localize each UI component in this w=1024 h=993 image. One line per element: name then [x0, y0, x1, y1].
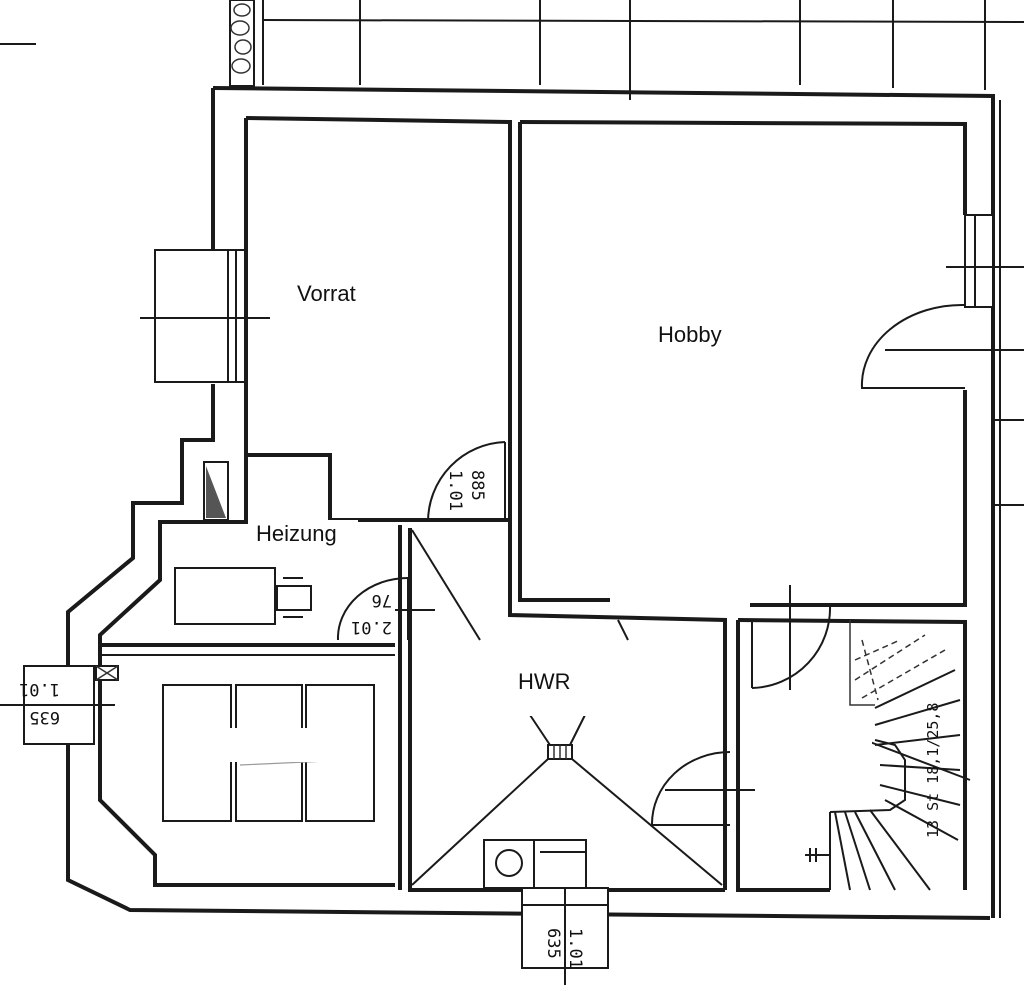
- dim-vorrat-door-top: 1.01: [445, 470, 465, 511]
- interior-walls: [100, 116, 967, 892]
- dim-vorrat-door-bottom: 885: [467, 470, 487, 501]
- room-label-vorrat: Vorrat: [297, 281, 356, 306]
- left-window: [0, 665, 119, 745]
- hwr-door: [650, 751, 755, 826]
- tank-label-backdrop: [200, 728, 358, 762]
- vorrat-window: [140, 249, 270, 383]
- dim-heizung-door-bottom: 2.01: [351, 617, 392, 637]
- stair-door: [751, 585, 832, 690]
- washing-machine: [483, 839, 587, 889]
- hobby-window: [946, 214, 1024, 308]
- heizung-label-backdrop: [250, 520, 358, 550]
- dim-left-window-top: 1.01: [19, 679, 60, 699]
- heizung-door: [336, 577, 435, 641]
- hobby-door: [860, 303, 1024, 389]
- room-label-hobby: Hobby: [658, 322, 722, 347]
- vorrat-door: [427, 441, 506, 523]
- dim-bottom-window-left: 635: [543, 928, 563, 959]
- room-label-heizung: Heizung: [256, 521, 337, 546]
- hwr-light-shaft: [411, 529, 723, 886]
- dim-left-window-bottom: 635: [29, 707, 60, 727]
- room-label-hwr: HWR: [518, 669, 571, 694]
- stair-label-backdrop: [748, 715, 872, 785]
- bottom-window: [521, 860, 609, 985]
- dim-heizung-door-top: 76: [372, 590, 392, 610]
- chimney: [203, 461, 229, 521]
- dim-bottom-window-right: 1.01: [565, 928, 585, 969]
- hwr-label-backdrop: [478, 650, 660, 716]
- boiler: [174, 567, 312, 625]
- stone-wall-strip: [229, 0, 255, 87]
- dim-stair: 13 St 18,1/25,8: [924, 703, 942, 838]
- outer-walls: [66, 86, 1001, 920]
- staircase: [805, 620, 971, 891]
